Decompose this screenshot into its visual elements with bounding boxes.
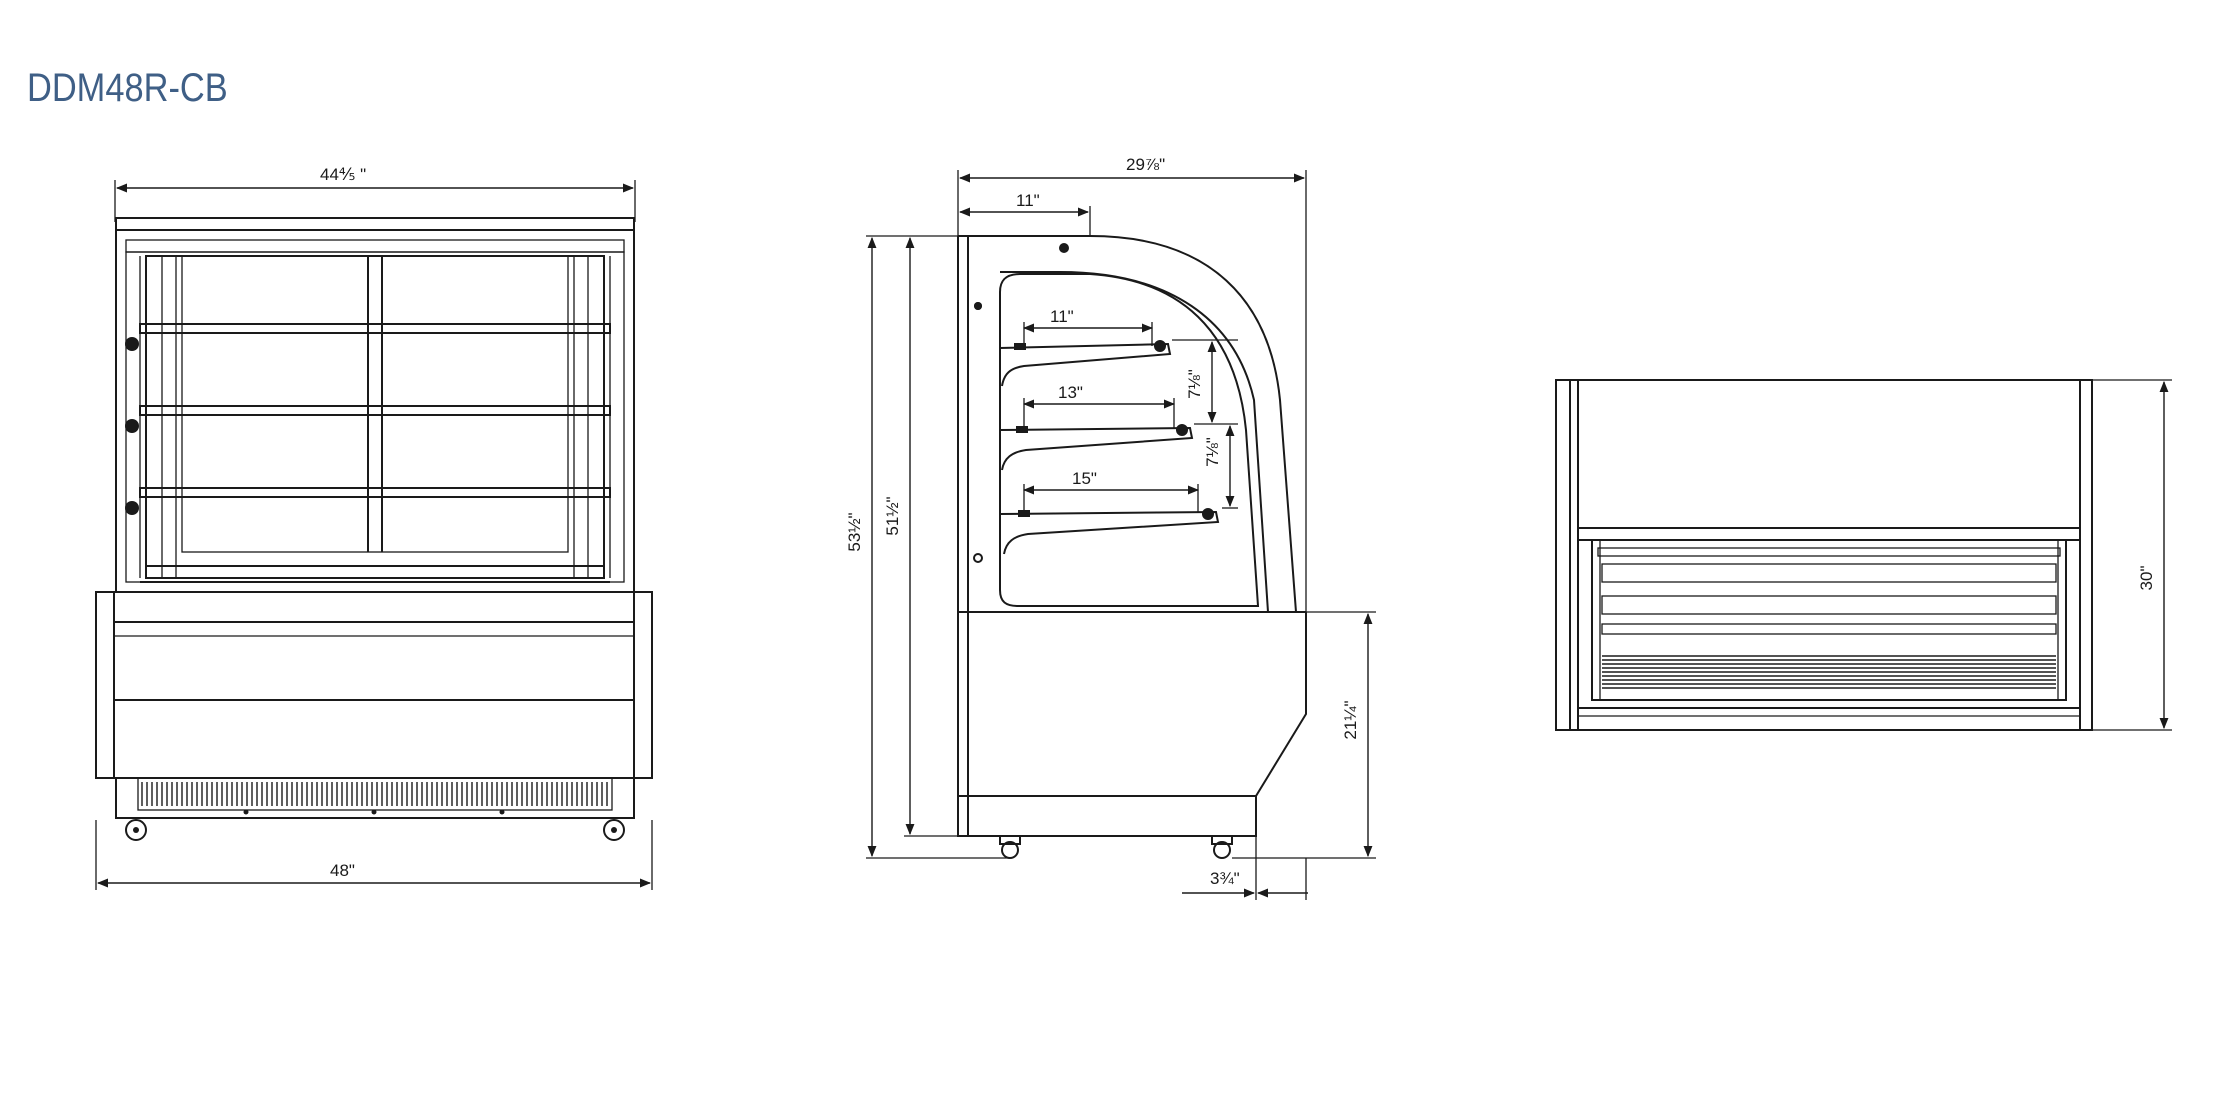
shelf-gap-2-label: 7⅛": [1203, 437, 1222, 467]
front-view: 44⅘ ": [95, 165, 653, 890]
model-title: DDM48R-CB: [27, 66, 228, 110]
side-top-offset-label: 11": [1016, 191, 1040, 210]
front-base-width-label: 48": [330, 861, 355, 880]
side-body-height-label: 51½": [883, 496, 902, 535]
front-top-width-label: 44⅘ ": [320, 165, 366, 184]
vent-grille: [141, 782, 608, 806]
side-toe-depth-label: 3¾": [1210, 869, 1240, 888]
top-view: 30": [1555, 379, 2172, 731]
shelf-mid-width-label: 13": [1058, 383, 1083, 402]
top-height-label: 30": [2137, 566, 2156, 591]
top-view-grille: [1602, 655, 2056, 689]
side-view: 29⅞" 11" 11" 13": [845, 155, 1376, 900]
side-depth-label: 29⅞": [1126, 155, 1165, 174]
side-base-height-label: 21¼": [1341, 700, 1360, 739]
side-overall-height-label: 53½": [845, 512, 864, 551]
shelf-top-width-label: 11": [1050, 307, 1074, 326]
shelf-gap-1-label: 7⅛": [1185, 369, 1204, 399]
shelf-bottom-width-label: 15": [1072, 469, 1097, 488]
